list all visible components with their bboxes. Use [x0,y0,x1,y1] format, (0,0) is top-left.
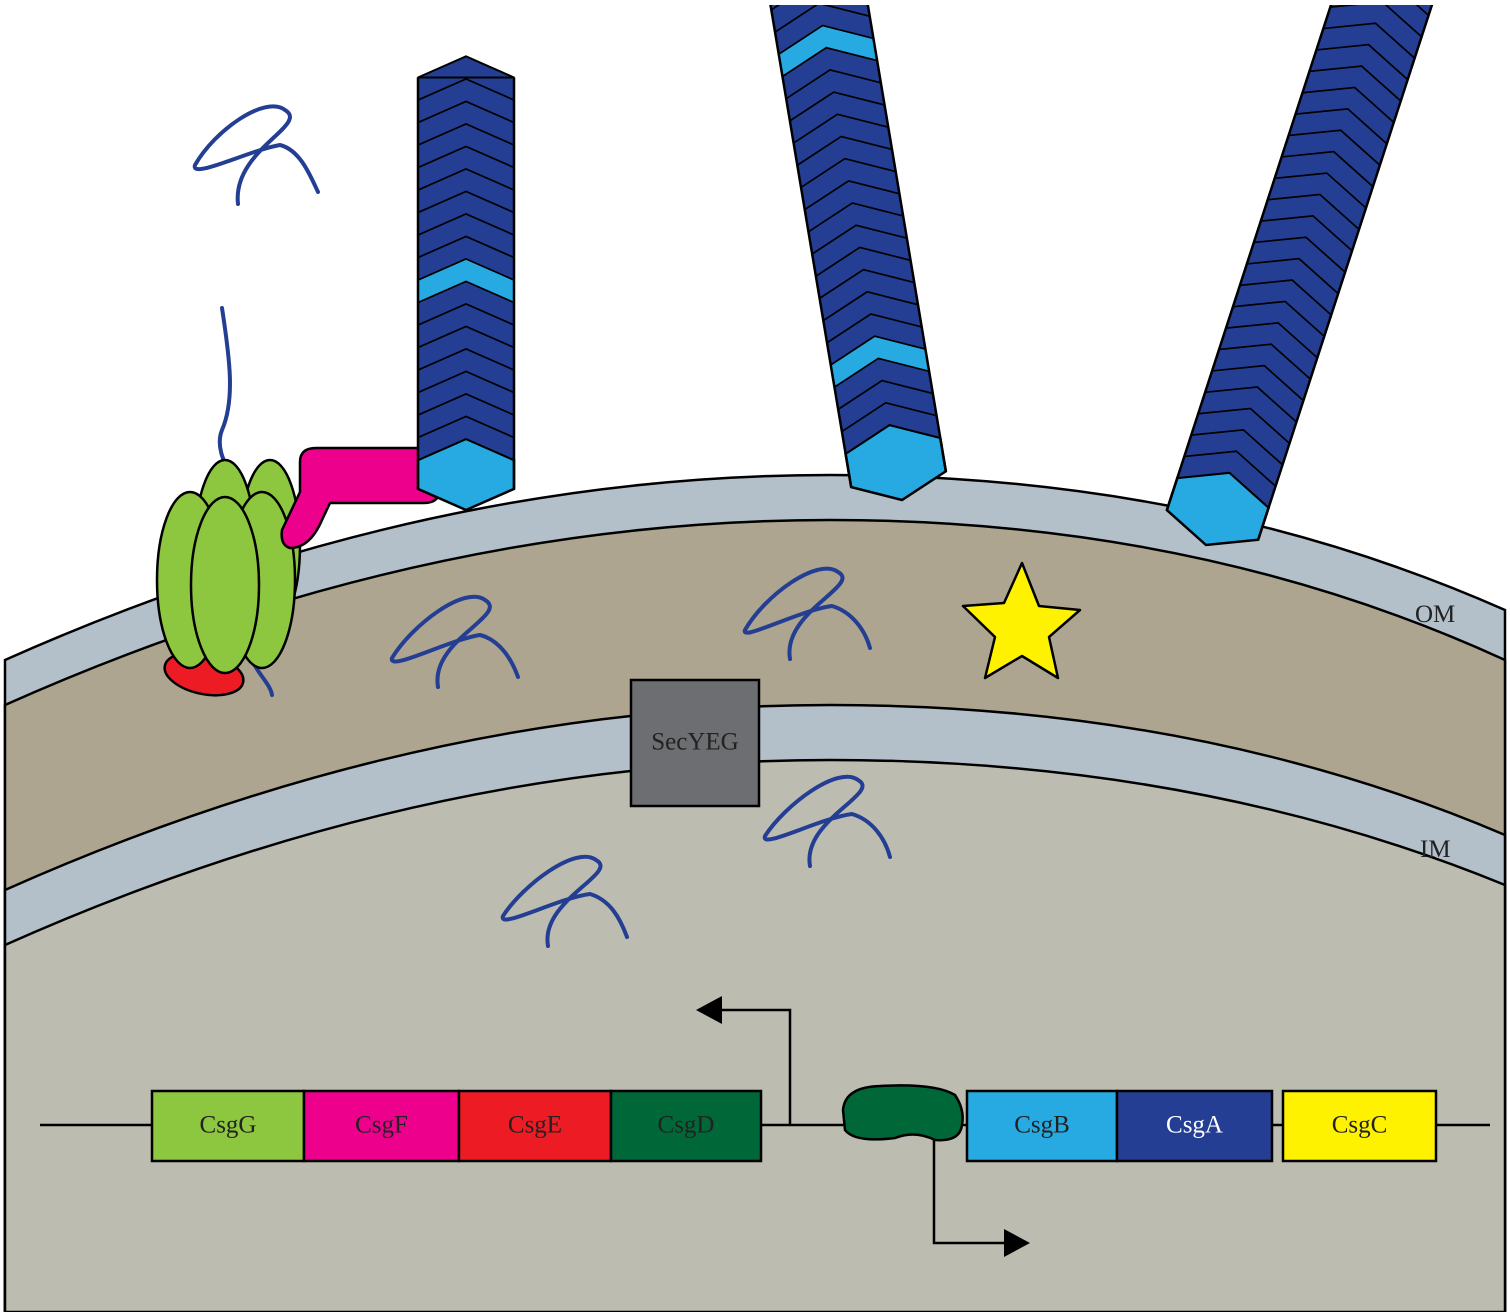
secyeg-translocon: SecYEG [629,678,761,808]
csga-chain-cytoplasm-1 [762,774,892,868]
gene-csgf: CsgF [302,1089,461,1163]
csga-chain-periplasm-1 [390,594,520,689]
secyeg-label: SecYEG [651,729,738,756]
gene-csge: CsgE [457,1089,613,1163]
curli-fibers [416,5,1444,547]
gene-csgd: CsgD [609,1089,763,1163]
csgc-star [961,561,1082,680]
csgf-adapter [280,446,442,550]
promoter-arrowhead-left [696,996,722,1024]
gene-label-csgc: CsgC [1332,1112,1388,1139]
csga-chain-cytoplasm-2 [500,854,629,948]
promoter-arrowhead-right [1004,1229,1030,1257]
gene-label-csgg: CsgG [200,1112,257,1139]
gene-csgc: CsgC [1281,1089,1438,1163]
gene-csgg: CsgG [150,1089,306,1163]
curli-fiber-3 [1165,5,1444,547]
curli-fiber-2 [762,5,948,502]
gene-boxes: CsgG CsgF CsgE CsgD CsgB CsgA CsgC [150,1089,1438,1163]
csga-chain-extracellular [192,104,320,206]
csgg-secretion-complex [155,446,442,697]
gene-label-csge: CsgE [508,1112,562,1139]
om-label: OM [1415,601,1455,628]
gene-label-csgb: CsgB [1014,1112,1070,1139]
cytoplasm [3,758,1507,1312]
promoter-arrow-right [932,1130,1010,1245]
gene-label-csga: CsgA [1166,1112,1223,1139]
gene-csgb: CsgB [965,1089,1119,1163]
csgd-regulator [841,1084,964,1142]
gene-label-csgf: CsgF [355,1112,408,1139]
csg-operon: CsgG CsgF CsgE CsgD CsgB CsgA CsgC [40,996,1490,1257]
im-label: IM [1420,836,1451,863]
curli-fiber-1-tip [417,55,515,79]
promoter-arrow-left [715,1008,792,1125]
csga-chain-periplasm-2 [742,566,872,661]
gene-label-csgd: CsgD [658,1112,715,1139]
gene-csga: CsgA [1115,1089,1274,1163]
curli-fiber-1 [416,55,516,512]
csgg-lobe-3 [189,495,261,675]
